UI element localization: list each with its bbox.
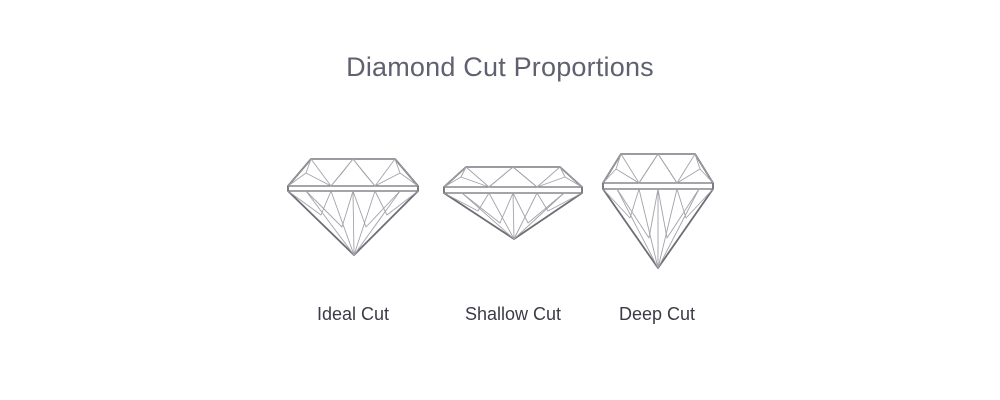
shallow-cut-diamond-drawing [443, 166, 583, 240]
shallow-cut-crown-facets [443, 166, 583, 188]
shallow-cut-diamond [442, 165, 584, 241]
diagram-title: Diamond Cut Proportions [346, 52, 654, 82]
deep-cut-diamond-drawing [602, 153, 714, 269]
ideal-cut-diamond [286, 157, 420, 257]
shallow-cut-pavilion-facets [443, 192, 583, 240]
deep-cut-diamond [601, 152, 715, 270]
ideal-cut-label: Ideal Cut [316, 304, 390, 324]
shallow-cut-label: Shallow Cut [464, 304, 562, 324]
deep-cut-crown-facets [602, 153, 714, 184]
ideal-cut-diamond-drawing [287, 158, 419, 256]
ideal-cut-pavilion-facets [287, 190, 419, 256]
ideal-cut-crown-facets [287, 158, 419, 187]
deep-cut-label: Deep Cut [618, 304, 696, 324]
deep-cut-pavilion-facets [602, 188, 714, 269]
